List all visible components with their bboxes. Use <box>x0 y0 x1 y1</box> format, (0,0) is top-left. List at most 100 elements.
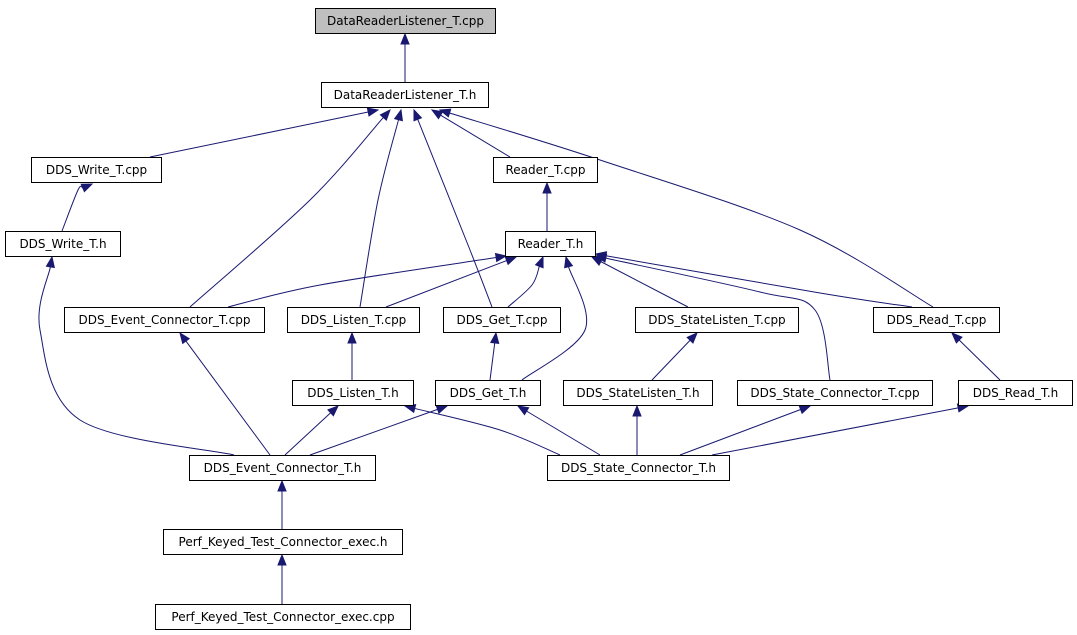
node-label: DDS_Event_Connector_T.h <box>204 461 362 475</box>
edge-n_evconn_cpp-to-n_drl_h <box>189 108 391 308</box>
node-box[interactable] <box>315 8 496 34</box>
node-box[interactable] <box>873 307 1000 333</box>
node-box[interactable] <box>958 380 1073 406</box>
edge-line <box>309 408 438 456</box>
edge-n_perf_cpp-to-n_perf_h <box>277 553 287 604</box>
node-reader-cpp[interactable]: Reader_T.cpp <box>493 157 598 183</box>
edge-line <box>61 185 84 232</box>
edge-n_stateconn_h-to-n_listen_h <box>403 403 561 456</box>
edge-line <box>284 412 331 456</box>
edge-n_listen_cpp-to-n_drl_h <box>359 108 403 308</box>
node-evconn-h[interactable]: DDS_Event_Connector_T.h <box>189 455 376 481</box>
edge-arrowhead <box>534 255 544 269</box>
node-read-h[interactable]: DDS_Read_T.h <box>958 380 1073 406</box>
node-layer: DataReaderListener_T.cppDataReaderListen… <box>5 8 1073 630</box>
edge-line <box>189 117 384 308</box>
edge-line <box>605 255 913 308</box>
node-label: DDS_Write_T.h <box>19 237 106 251</box>
node-box[interactable] <box>435 380 541 406</box>
edge-n_get_cpp-to-n_drl_h <box>413 108 493 308</box>
edge-line <box>521 266 588 381</box>
node-statelisten-cpp[interactable]: DDS_StateListen_T.cpp <box>635 307 799 333</box>
edge-n_write_cpp-to-n_drl_h <box>149 107 380 158</box>
edge-line <box>958 339 1001 381</box>
edge-arrowhead <box>277 479 287 492</box>
edge-n_get_h-to-n_reader_h <box>521 255 588 381</box>
node-read-cpp[interactable]: DDS_Read_T.cpp <box>873 307 1000 333</box>
node-label: DDS_Get_T.cpp <box>456 313 547 327</box>
node-box[interactable] <box>563 380 713 406</box>
edge-arrowhead <box>564 255 574 269</box>
node-box[interactable] <box>292 380 414 406</box>
node-label: Perf_Keyed_Test_Connector_exec.cpp <box>171 610 394 624</box>
node-box[interactable] <box>443 307 561 333</box>
edge-line <box>359 119 400 308</box>
edge-n_listen_h-to-n_listen_cpp <box>347 331 357 380</box>
edge-n_evconn_h-to-n_listen_h <box>284 405 339 456</box>
node-stateconn-h[interactable]: DDS_State_Connector_T.h <box>547 455 730 481</box>
node-evconn-cpp[interactable]: DDS_Event_Connector_T.cpp <box>64 307 265 333</box>
edge-arrowhead <box>80 183 94 193</box>
node-drl-h[interactable]: DataReaderListener_T.h <box>321 82 489 108</box>
node-label: Perf_Keyed_Test_Connector_exec.h <box>179 535 388 549</box>
node-box[interactable] <box>737 380 933 406</box>
node-get-cpp[interactable]: DDS_Get_T.cpp <box>443 307 561 333</box>
edge-line <box>711 407 959 456</box>
node-listen-cpp[interactable]: DDS_Listen_T.cpp <box>287 307 420 333</box>
node-write-cpp[interactable]: DDS_Write_T.cpp <box>31 157 162 183</box>
node-listen-h[interactable]: DDS_Listen_T.h <box>292 380 414 406</box>
edge-arrowhead <box>379 108 391 121</box>
node-box[interactable] <box>155 604 411 630</box>
node-write-h[interactable]: DDS_Write_T.h <box>5 231 121 257</box>
edge-n_stateconn_h-to-n_read_h <box>711 403 970 456</box>
edge-line <box>38 266 235 456</box>
node-drl-cpp[interactable]: DataReaderListener_T.cpp <box>315 8 496 34</box>
node-perf-cpp[interactable]: Perf_Keyed_Test_Connector_exec.cpp <box>155 604 411 630</box>
edge-n_stateconn_h-to-n_get_h <box>516 405 601 456</box>
edge-n_reader_h-to-n_reader_cpp <box>542 181 552 231</box>
edge-line <box>417 119 493 308</box>
node-label: DDS_Event_Connector_T.cpp <box>79 313 251 327</box>
edge-n_reader_cpp-to-n_drl_h <box>430 109 511 158</box>
node-label: DDS_StateListen_T.cpp <box>648 313 785 327</box>
node-box[interactable] <box>547 455 730 481</box>
node-box[interactable] <box>5 231 121 257</box>
node-stateconn-cpp[interactable]: DDS_State_Connector_T.cpp <box>737 380 933 406</box>
node-box[interactable] <box>321 82 489 108</box>
edge-arrowhead <box>438 108 452 118</box>
node-perf-h[interactable]: Perf_Keyed_Test_Connector_exec.h <box>163 529 403 555</box>
node-label: DDS_Read_T.h <box>973 386 1059 400</box>
node-box[interactable] <box>505 231 596 257</box>
edge-n_evconn_h-to-n_get_h <box>309 405 449 456</box>
node-box[interactable] <box>189 455 376 481</box>
node-box[interactable] <box>31 157 162 183</box>
edge-line <box>600 261 689 308</box>
edge-arrowhead <box>327 405 339 417</box>
edge-n_read_cpp-to-n_drl_h <box>438 108 934 308</box>
node-box[interactable] <box>163 529 403 555</box>
node-label: DDS_Write_T.cpp <box>46 163 147 177</box>
edge-arrowhead <box>951 332 963 344</box>
node-box[interactable] <box>493 157 598 183</box>
edge-n_stateconn_h-to-n_stateconn_cpp <box>679 405 812 456</box>
edge-arrowhead <box>366 107 380 117</box>
node-statelisten-h[interactable]: DDS_StateListen_T.h <box>563 380 713 406</box>
edge-arrowhead <box>435 405 449 414</box>
node-box[interactable] <box>287 307 420 333</box>
edge-arrowhead <box>504 256 518 266</box>
edge-line <box>414 407 561 456</box>
edge-arrowhead <box>347 331 357 344</box>
node-reader-h[interactable]: Reader_T.h <box>505 231 596 257</box>
edge-n_statelisten_cpp-to-n_reader_h <box>590 256 689 308</box>
node-label: DDS_State_Connector_T.cpp <box>750 386 919 400</box>
node-label: Reader_T.h <box>518 237 584 251</box>
node-box[interactable] <box>635 307 799 333</box>
edge-n_read_h-to-n_read_cpp <box>951 332 1001 381</box>
edge-n_drl_h-to-n_drl_cpp <box>400 32 410 82</box>
edge-n_get_cpp-to-n_reader_h <box>507 255 544 308</box>
edge-line <box>651 339 691 381</box>
node-box[interactable] <box>64 307 265 333</box>
node-get-h[interactable]: DDS_Get_T.h <box>435 380 541 406</box>
edge-n_evconn_cpp-to-n_reader_h <box>227 252 508 308</box>
edge-arrowhead <box>179 331 191 345</box>
